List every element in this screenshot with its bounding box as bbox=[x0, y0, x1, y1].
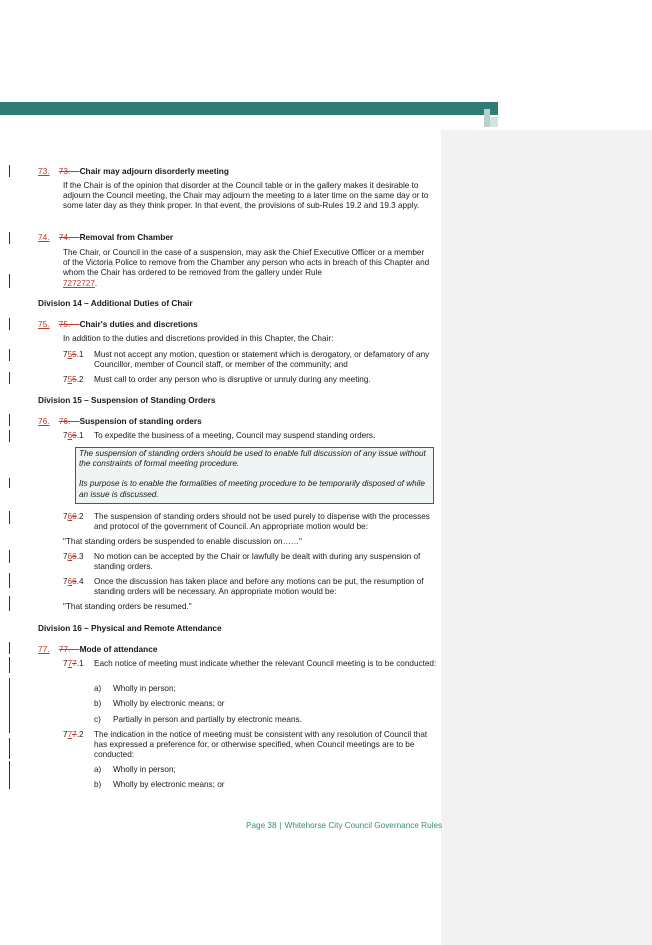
rule-item-text: The suspension of standing orders should… bbox=[94, 512, 430, 532]
rule-item-text: Each notice of meeting must indicate whe… bbox=[94, 659, 437, 668]
rule-item-number: 777.2 bbox=[63, 730, 84, 739]
rule-item-text: No motion can be accepted by the Chair o… bbox=[94, 552, 421, 572]
section-title: Removal from Chamber bbox=[79, 232, 174, 242]
section-title: Chair's duties and discretions bbox=[79, 319, 198, 329]
rule-item-number: 766.2 bbox=[63, 512, 84, 521]
change-bar bbox=[9, 165, 10, 177]
footer-page-number: 38 bbox=[267, 821, 277, 830]
section-heading-73: 73. 73. Chair may adjourn disorderly mee… bbox=[38, 166, 229, 176]
division-14-heading: Division 14 – Additional Duties of Chair bbox=[38, 298, 193, 308]
change-bar bbox=[9, 573, 10, 588]
section-number-deleted: 76. bbox=[58, 416, 71, 426]
header-band bbox=[0, 102, 498, 115]
rule-item-text: Once the discussion has taken place and … bbox=[94, 577, 424, 597]
section-intro-75: In addition to the duties and discretion… bbox=[63, 334, 334, 343]
change-bar bbox=[9, 430, 10, 442]
rule-item-number: 766.3 bbox=[63, 552, 84, 561]
rule-item-text: To expedite the business of a meeting, C… bbox=[94, 431, 376, 440]
rule-item-number: 755.2 bbox=[63, 375, 84, 384]
rule-item-number: 755.1 bbox=[63, 350, 84, 359]
rule-reference-link[interactable]: 7272727 bbox=[63, 278, 95, 288]
section-number-deleted: 77. bbox=[58, 644, 71, 654]
change-bar bbox=[9, 274, 10, 288]
change-bar bbox=[9, 478, 10, 488]
change-bar bbox=[9, 761, 10, 789]
page-footer: Page 38|Whitehorse City Council Governan… bbox=[246, 821, 443, 830]
section-title: Suspension of standing orders bbox=[79, 416, 202, 426]
change-bar bbox=[9, 657, 10, 673]
division-16-heading: Division 16 – Physical and Remote Attend… bbox=[38, 623, 222, 633]
rule-item-number: 766.1 bbox=[63, 431, 84, 440]
rule-item-text: Must call to order any person who is dis… bbox=[94, 375, 371, 384]
section-heading-75: 75. 75. Chair's duties and discretions bbox=[38, 319, 198, 329]
change-bar bbox=[9, 349, 10, 361]
section-title: Chair may adjourn disorderly meeting bbox=[79, 166, 229, 176]
section-number-inserted: 76. bbox=[38, 416, 50, 426]
section-number-deleted: 73. bbox=[58, 166, 71, 176]
change-bar bbox=[9, 678, 10, 733]
change-bar bbox=[9, 414, 10, 426]
change-bar bbox=[9, 642, 10, 654]
section-heading-77: 77. 77. Mode of attendance bbox=[38, 644, 157, 654]
change-bar bbox=[9, 511, 10, 524]
section-body-73: If the Chair is of the opinion that diso… bbox=[63, 181, 429, 211]
section-number-deleted: 75. bbox=[58, 319, 71, 329]
guidance-note-box: The suspension of standing orders should… bbox=[75, 447, 434, 504]
rule-item-number: 766.4 bbox=[63, 577, 84, 586]
header-band-tab-light bbox=[490, 117, 498, 127]
change-bar bbox=[9, 318, 10, 330]
motion-quote: "That standing orders be resumed." bbox=[63, 602, 192, 611]
rule-item-number: 777.1 bbox=[63, 659, 84, 668]
footer-document-title: Whitehorse City Council Governance Rules bbox=[284, 821, 443, 830]
comments-pane bbox=[441, 130, 652, 945]
guidance-note-text: Its purpose is to enable the formalities… bbox=[79, 479, 425, 499]
section-number-inserted: 73. bbox=[38, 166, 50, 176]
section-number-inserted: 77. bbox=[38, 644, 50, 654]
change-bar bbox=[9, 738, 10, 759]
footer-page-label: Page bbox=[246, 821, 266, 830]
change-bar bbox=[9, 596, 10, 611]
change-bar bbox=[9, 372, 10, 384]
guidance-note-text: The suspension of standing orders should… bbox=[79, 449, 426, 469]
division-15-heading: Division 15 – Suspension of Standing Ord… bbox=[38, 395, 216, 405]
motion-quote: "That standing orders be suspended to en… bbox=[63, 537, 302, 546]
header-band-tab bbox=[484, 109, 490, 127]
rule-item-text: Must not accept any motion, question or … bbox=[94, 350, 430, 370]
section-number-inserted: 74. bbox=[38, 232, 50, 242]
change-bar bbox=[9, 550, 10, 563]
section-body-74: The Chair, or Council in the case of a s… bbox=[63, 248, 430, 288]
change-bar bbox=[9, 232, 10, 244]
section-number-deleted: 74. bbox=[58, 232, 71, 242]
section-title: Mode of attendance bbox=[79, 644, 158, 654]
section-heading-76: 76. 76. Suspension of standing orders bbox=[38, 416, 202, 426]
rule-item-text: The indication in the notice of meeting … bbox=[94, 730, 428, 760]
section-number-inserted: 75. bbox=[38, 319, 50, 329]
section-heading-74: 74. 74. Removal from Chamber bbox=[38, 232, 173, 242]
